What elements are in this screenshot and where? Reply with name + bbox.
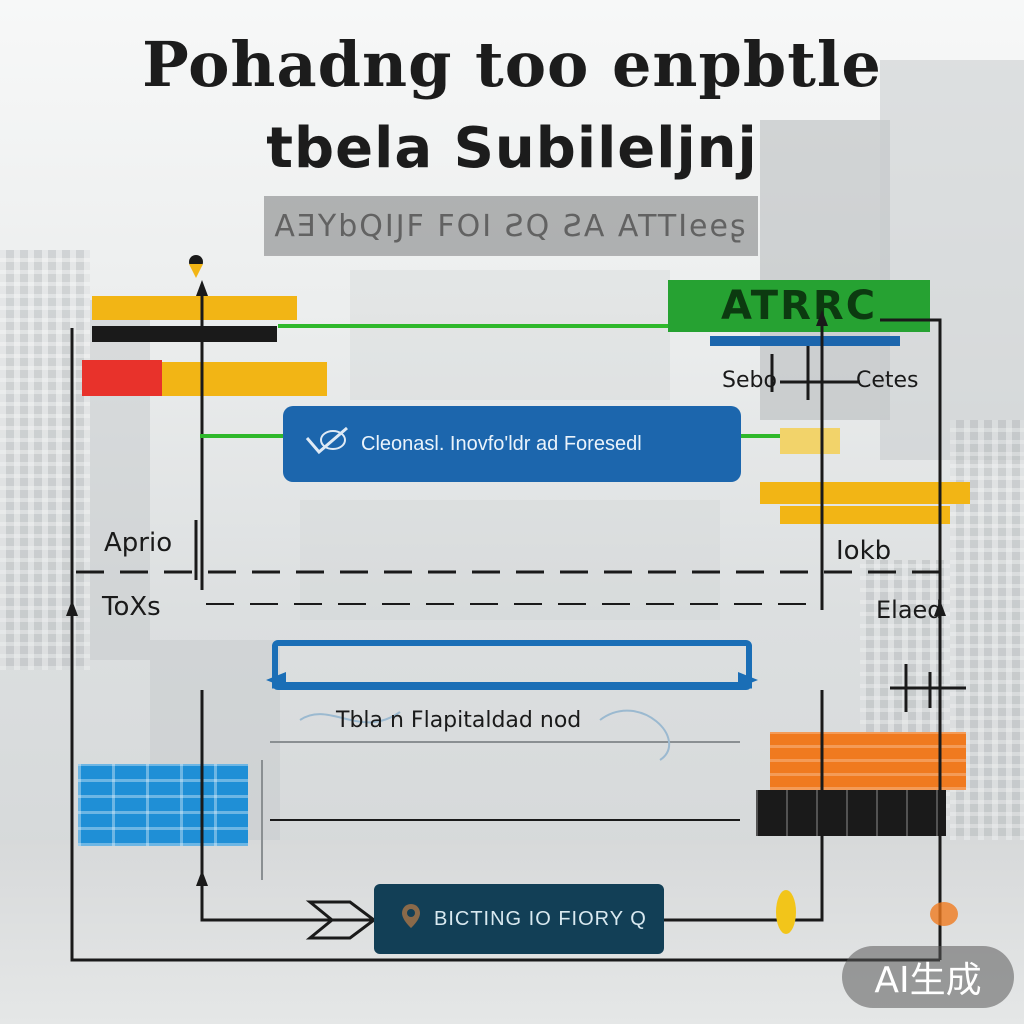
title-line-2: tbela Subileljnj xyxy=(266,116,758,181)
blue-pill-frame xyxy=(272,640,752,690)
black-stripe-top-left xyxy=(92,326,277,342)
red-stripe-left xyxy=(82,360,162,396)
blue-box-label: Cleonasl. Inovfo'ldr ad Foresedl xyxy=(361,432,642,455)
label-sebo: Sebo xyxy=(722,368,777,393)
pin-icon xyxy=(189,255,203,278)
blue-stripe-top-right xyxy=(710,336,900,346)
map-pin-icon xyxy=(400,902,422,936)
yellow-stripe-right-1 xyxy=(760,482,970,504)
yellow-stripe-top-left xyxy=(92,296,297,320)
orange-block-right xyxy=(770,732,966,790)
label-iokb: Iokb xyxy=(836,536,892,566)
blue-block-left xyxy=(78,764,248,846)
ai-generated-badge: AI生成 xyxy=(842,946,1014,1008)
dark-box-label: BICTING IO FIORY Q xyxy=(434,907,647,930)
title-line-1: Pohadng too enpbtle xyxy=(142,28,882,101)
outer-frame-left-bottom xyxy=(70,328,940,962)
black-block-right xyxy=(756,790,946,836)
subtitle-bar: AƎYbQIJF FOI ƧQ ƧA ATTIeeʂ xyxy=(264,196,758,256)
label-cetes: Cetes xyxy=(856,368,919,393)
dark-process-box: BICTING IO FIORY Q xyxy=(374,884,664,954)
inner-frame-left xyxy=(200,690,374,922)
yellow-stripe-left xyxy=(162,362,327,396)
outer-frame-right xyxy=(880,318,942,960)
label-toxs: ToXs xyxy=(102,592,161,622)
inner-frame-right xyxy=(664,690,824,922)
arrow-up-icon xyxy=(196,280,208,296)
yellow-stripe-right-top xyxy=(780,428,840,454)
check-icon xyxy=(303,424,351,464)
green-tag: ATRRC xyxy=(668,280,930,332)
pill-caption: Tbla n Flapitaldad nod xyxy=(336,708,582,733)
label-elaed: Elaed xyxy=(876,596,943,624)
label-aprio: Aprio xyxy=(104,528,173,558)
blue-process-box: Cleonasl. Inovfo'ldr ad Foresedl xyxy=(283,406,741,482)
